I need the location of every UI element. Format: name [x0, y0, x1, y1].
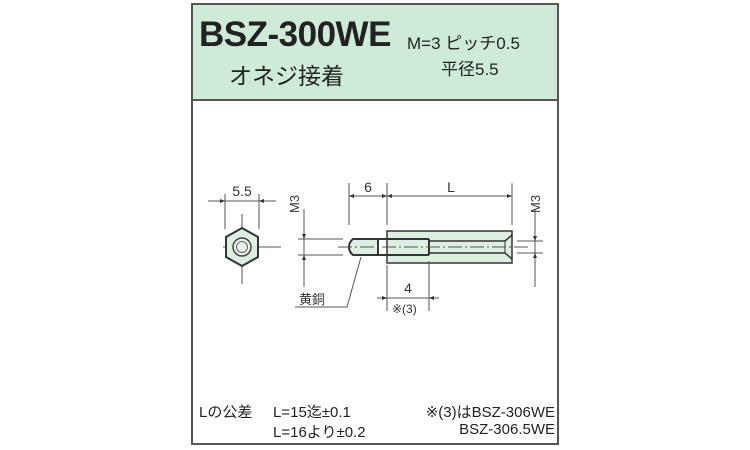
- model-number: BSZ-300WE: [199, 15, 391, 54]
- technical-drawing: 5.5 M3: [208, 179, 543, 316]
- body-length-label: L: [447, 179, 455, 195]
- spec-header: BSZ-300WE オネジ接着 M=3 ピッチ0.5 平径5.5: [193, 5, 557, 101]
- standoff-side-view: [338, 230, 528, 264]
- thread-spec: M=3 ピッチ0.5: [407, 34, 520, 53]
- thread-dim-left: M3: [287, 195, 343, 287]
- tolerance-notes: Lの公差 L=15迄±0.1 L=16より±0.2 ※(3)はBSZ-306WE…: [193, 399, 557, 443]
- male-length-label: 6: [364, 179, 372, 195]
- variant-note-1: ※(3)はBSZ-306WE: [425, 404, 555, 421]
- material-callout: 黄銅: [295, 256, 362, 308]
- thread-depth-dim: 4 ※(3): [377, 261, 439, 316]
- hex-width-label: 5.5: [232, 183, 252, 199]
- tolerance-from-16: L=16より±0.2: [273, 424, 366, 441]
- product-subtitle: オネジ接着: [229, 63, 344, 89]
- variant-note-2: BSZ-306.5WE: [459, 421, 555, 438]
- hex-width-spec: 平径5.5: [441, 60, 499, 79]
- spec-card: BSZ-300WE オネジ接着 M=3 ピッチ0.5 平径5.5 5.5: [191, 3, 559, 445]
- thread-label-right: M3: [528, 195, 543, 213]
- body-length-dim: L: [387, 179, 513, 225]
- tolerance-label: Lの公差: [199, 404, 253, 421]
- thread-dim-right: M3: [517, 195, 543, 287]
- hex-end-view: 5.5: [208, 183, 281, 284]
- male-length-dim: 6: [348, 179, 388, 225]
- thread-depth-note: ※(3): [392, 302, 417, 316]
- thread-depth-label: 4: [404, 280, 412, 296]
- thread-label-left: M3: [287, 195, 302, 213]
- tolerance-up-to-15: L=15迄±0.1: [273, 404, 351, 421]
- material-label: 黄銅: [299, 292, 325, 307]
